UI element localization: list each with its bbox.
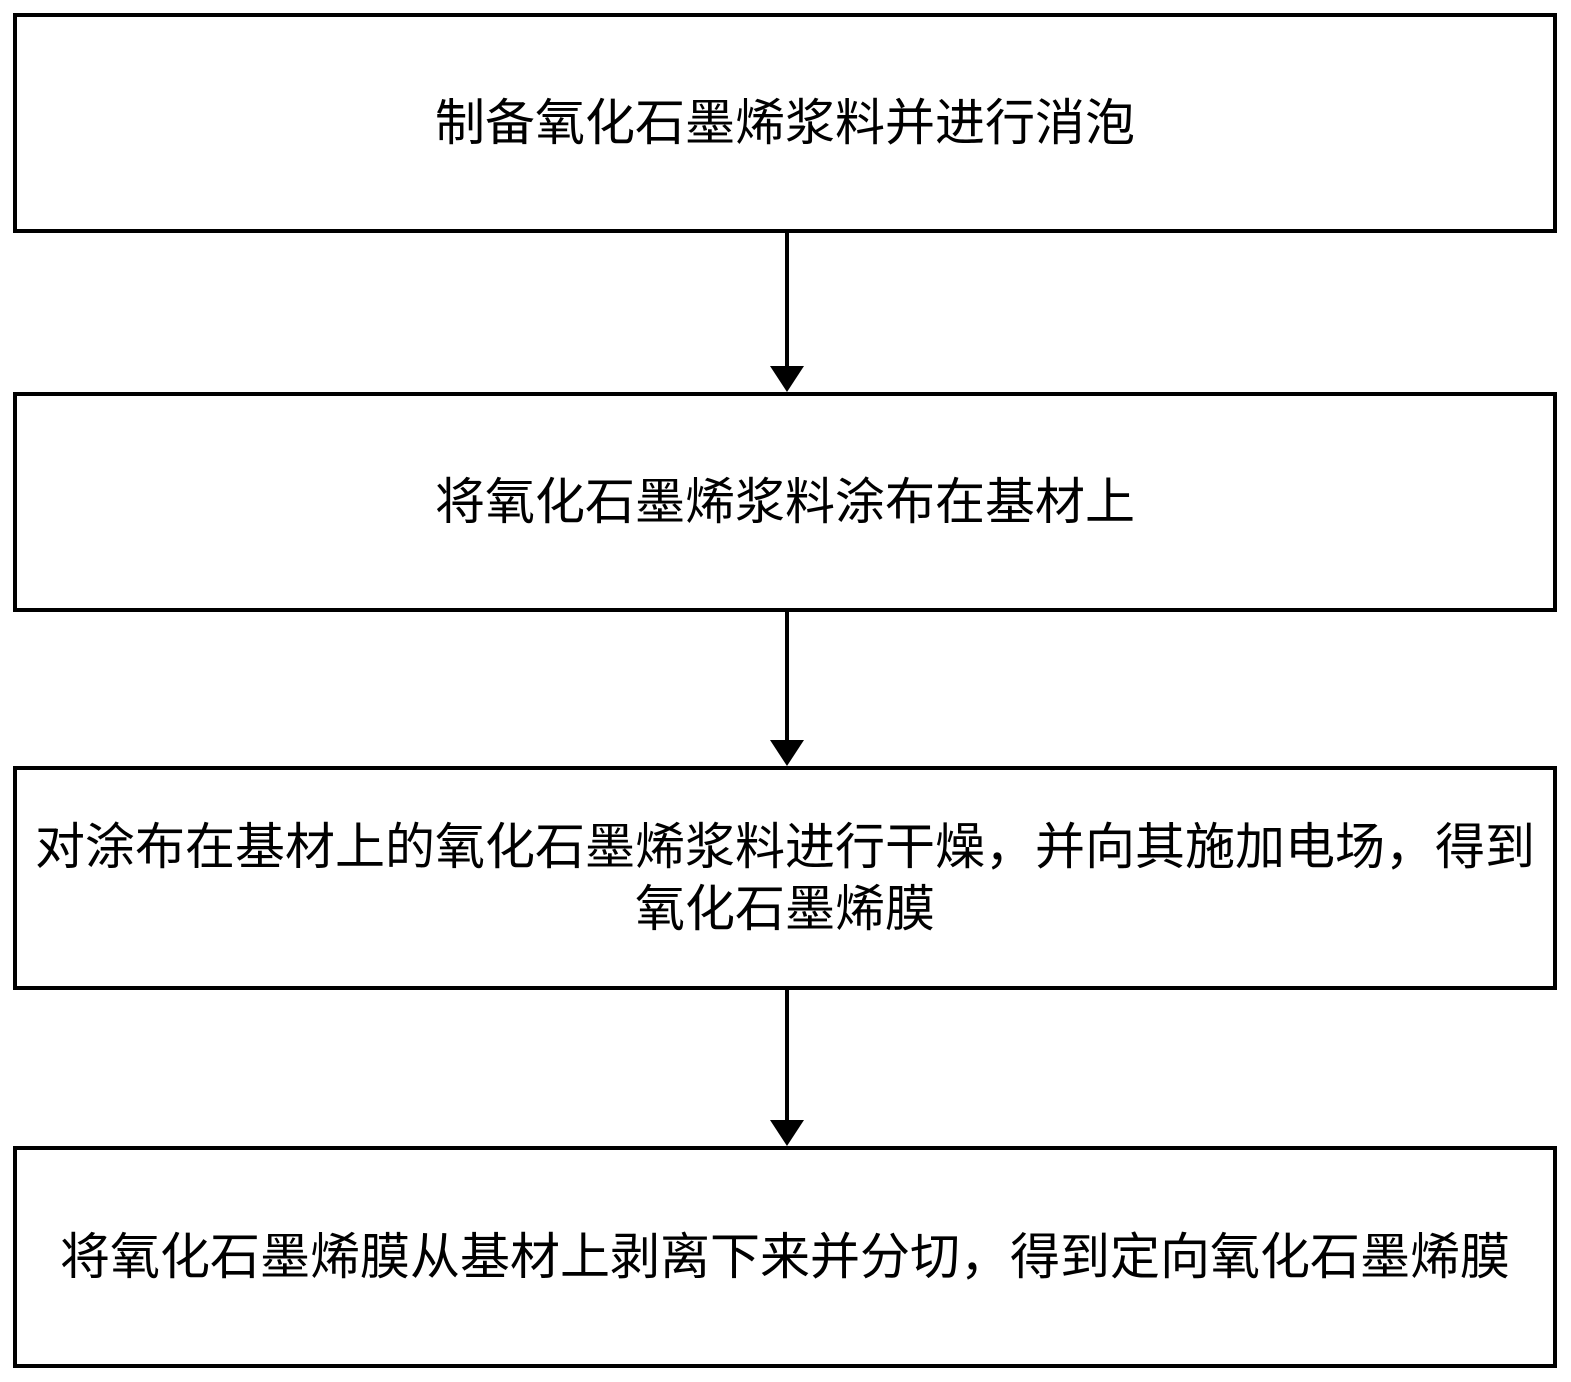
flow-step-1-text: 制备氧化石墨烯浆料并进行消泡 (435, 95, 1135, 151)
arrow-line-icon (785, 233, 789, 366)
arrow-line-icon (785, 990, 789, 1120)
flow-step-3-text: 对涂布在基材上的氧化石墨烯浆料进行干燥，并向其施加电场，得到 氧化石墨烯膜 (35, 819, 1535, 937)
arrow-down-3 (770, 990, 804, 1146)
arrow-line-icon (785, 612, 789, 740)
arrow-down-2 (770, 612, 804, 766)
flow-step-3-box: 对涂布在基材上的氧化石墨烯浆料进行干燥，并向其施加电场，得到 氧化石墨烯膜 (13, 766, 1557, 990)
arrow-head-icon (770, 366, 804, 392)
flow-step-2-box: 将氧化石墨烯浆料涂布在基材上 (13, 392, 1557, 612)
arrow-head-icon (770, 740, 804, 766)
arrow-head-icon (770, 1120, 804, 1146)
flow-step-4-box: 将氧化石墨烯膜从基材上剥离下来并分切，得到定向氧化石墨烯膜 (13, 1146, 1557, 1368)
arrow-down-1 (770, 233, 804, 392)
flow-step-2-text: 将氧化石墨烯浆料涂布在基材上 (435, 474, 1135, 530)
flow-step-4-text: 将氧化石墨烯膜从基材上剥离下来并分切，得到定向氧化石墨烯膜 (60, 1229, 1510, 1285)
flow-step-1-box: 制备氧化石墨烯浆料并进行消泡 (13, 13, 1557, 233)
